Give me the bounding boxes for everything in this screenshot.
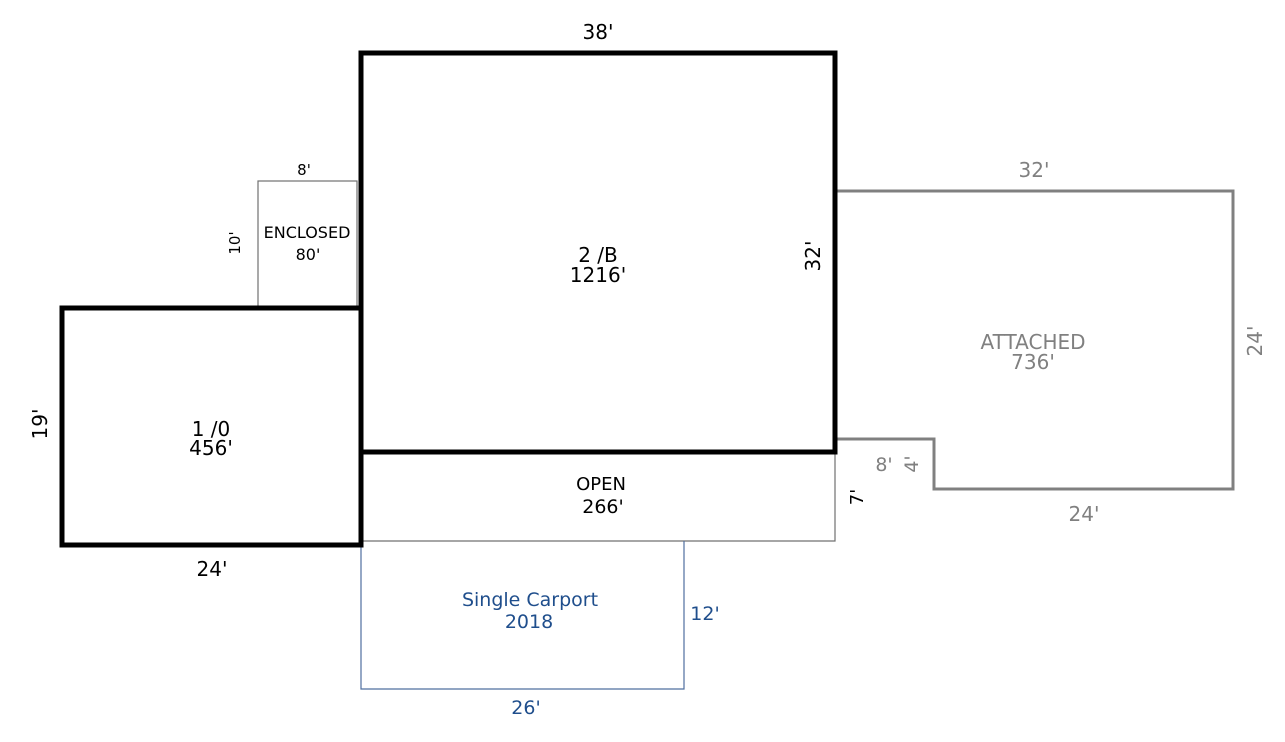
enclosed-width-label: 8' — [297, 161, 311, 179]
attached-notch-width-label: 8' — [875, 454, 892, 476]
open-height-label: 7' — [847, 489, 868, 505]
enclosed-height-label: 10' — [226, 231, 244, 254]
enclosed-name: ENCLOSED — [264, 223, 351, 242]
attached-top-label: 32' — [1019, 158, 1050, 182]
room-2-b-outline — [358, 50, 838, 455]
carport-name: Single Carport — [462, 589, 598, 611]
open-name: OPEN — [576, 474, 626, 495]
attached-right-label: 24' — [1243, 326, 1267, 357]
carport-width-label: 26' — [511, 697, 540, 719]
room-1-0-name: 1 /0 — [192, 417, 231, 441]
carport-area: 2018 — [505, 611, 553, 633]
attached-area: 736' — [1011, 350, 1055, 374]
open-area: 266' — [582, 496, 624, 518]
attached-bottom-label: 24' — [1069, 502, 1100, 526]
enclosed-area: 80' — [296, 245, 321, 264]
dimension-left-19: 19' — [28, 409, 52, 440]
dimension-top-38: 38' — [583, 20, 614, 44]
dimension-right-32: 32' — [801, 241, 825, 272]
carport-height-label: 12' — [690, 603, 719, 625]
dimension-bottom-24: 24' — [197, 557, 228, 581]
room-1-0-area: 456' — [189, 436, 233, 460]
attached-name: ATTACHED — [980, 330, 1085, 354]
carport-outline — [360, 541, 685, 690]
room-2-b-name: 2 /B — [578, 243, 618, 267]
room-2-b-area: 1216' — [570, 263, 626, 287]
enclosed-porch-outline — [257, 180, 358, 308]
attached-notch-height-label: 4' — [901, 455, 923, 472]
